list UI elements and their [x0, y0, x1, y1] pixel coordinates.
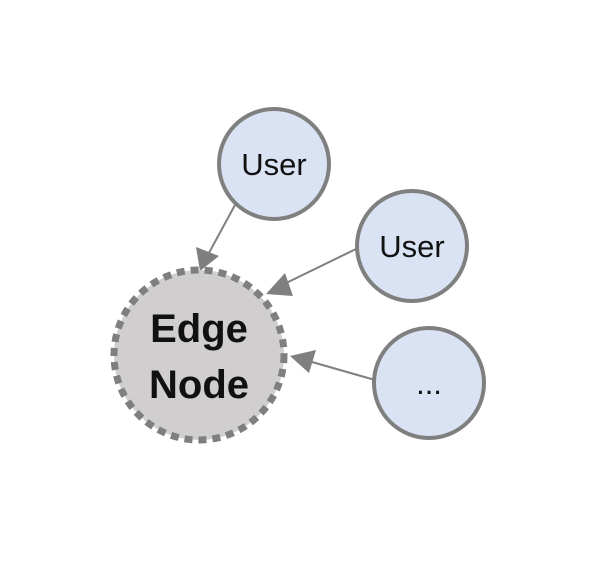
- user-node-2: User: [355, 189, 469, 303]
- edge-node-label-line2: Node: [149, 363, 249, 407]
- edge-node-label-line1: Edge: [150, 307, 248, 351]
- arrow-user-2-to-edge: [279, 247, 359, 287]
- arrowhead-user-1: [196, 247, 219, 271]
- user-node-1: User: [217, 107, 331, 221]
- user-node-1-circle: [217, 107, 331, 221]
- user-node-2-circle: [355, 189, 469, 303]
- user-node-2-label: User: [379, 229, 444, 264]
- user-node-3: ...: [372, 326, 486, 440]
- edge-node: Edge Node: [110, 266, 288, 444]
- user-node-3-label: ...: [416, 366, 442, 401]
- arrow-user-3-to-edge: [304, 359, 376, 381]
- user-node-1-label: User: [241, 147, 306, 182]
- arrows: [196, 204, 376, 381]
- edge-node-circle: [110, 266, 288, 444]
- arrowhead-user-3: [290, 350, 316, 373]
- arrowhead-user-2: [266, 273, 293, 296]
- user-node-3-circle: [372, 326, 486, 440]
